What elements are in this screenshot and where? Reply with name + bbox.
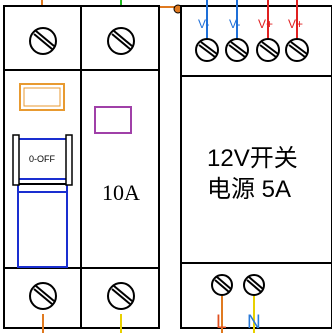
terminal-label-v-plus: V+ — [288, 17, 303, 31]
terminal-label-v-minus: V- — [198, 17, 209, 31]
terminal-label-L: L — [216, 312, 227, 333]
circuit-breaker: 0-OFF 10A — [3, 0, 183, 333]
screw-icon — [29, 282, 57, 310]
screw-icon — [243, 274, 265, 296]
toggle-switch — [12, 134, 73, 268]
psu-title-line1: 12V开关 — [207, 145, 298, 172]
breaker-handle-inner — [23, 87, 61, 107]
screw-icon — [29, 27, 57, 55]
power-supply: V- V- V+ V+ 12V开关 电源 5A — [180, 0, 332, 333]
screw-icon — [107, 27, 135, 55]
terminal-label-v-plus: V+ — [258, 17, 273, 31]
psu-title-line2: 电源 5A — [207, 176, 291, 203]
terminal-label-N: N — [247, 312, 261, 333]
screw-icon — [225, 38, 249, 62]
breaker-rating: 10A — [102, 180, 140, 205]
screw-icon — [256, 38, 280, 62]
screw-icon — [107, 282, 135, 310]
indicator-window — [94, 106, 132, 134]
screw-icon — [211, 274, 233, 296]
terminal-label-v-minus: V- — [229, 17, 240, 31]
switch-label: 0-OFF — [29, 154, 56, 164]
screw-icon — [285, 38, 309, 62]
screw-icon — [195, 38, 219, 62]
